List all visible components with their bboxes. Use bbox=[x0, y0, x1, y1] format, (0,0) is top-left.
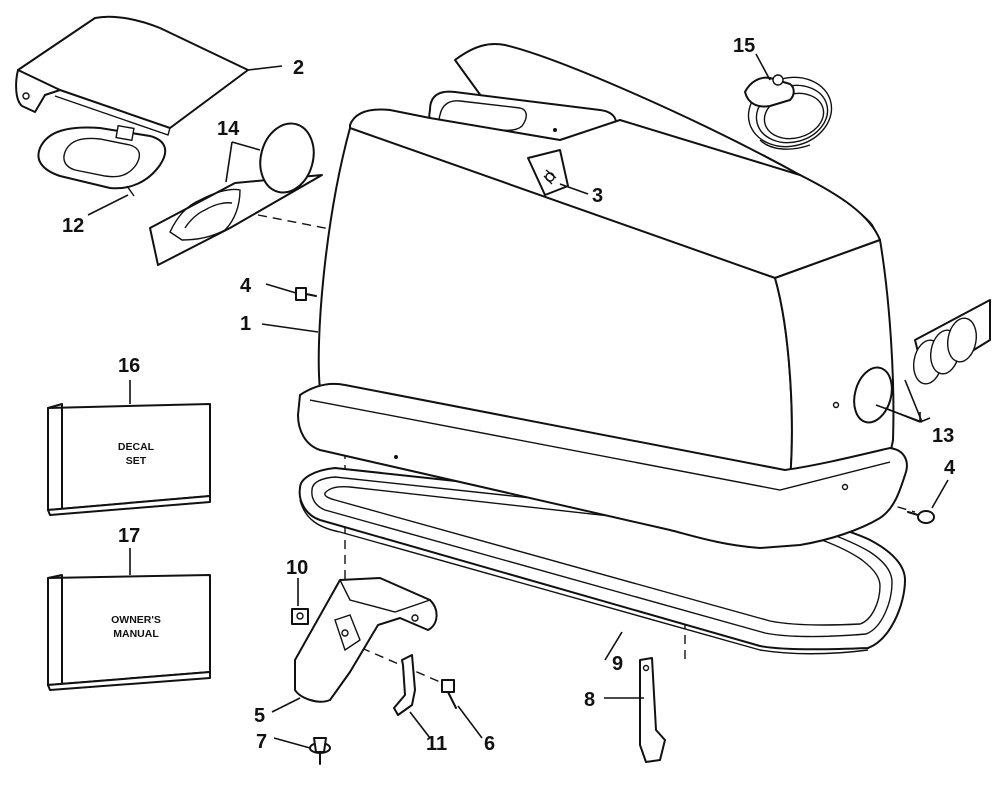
intake-cover bbox=[15, 15, 249, 136]
part-label-15: 15 bbox=[733, 35, 755, 57]
part-label-10: 10 bbox=[286, 557, 308, 579]
screw-left bbox=[295, 287, 317, 301]
owners-manual-box: OWNER'S MANUAL bbox=[47, 574, 211, 691]
bolt bbox=[441, 679, 457, 709]
part-label-11: 11 bbox=[426, 733, 447, 755]
engine-cover bbox=[297, 42, 908, 549]
part-number-labels: 2 12 14 15 3 4 1 13 4 16 17 10 5 6 7 11 … bbox=[62, 35, 956, 755]
intake-seal-plate bbox=[37, 124, 167, 197]
decal-set-box: DECAL SET bbox=[47, 403, 211, 516]
part-label-6: 6 bbox=[484, 733, 495, 755]
part-label-13: 13 bbox=[932, 425, 954, 447]
cover-decals-right bbox=[853, 299, 991, 424]
part-label-8: 8 bbox=[584, 689, 595, 711]
part-label-5: 5 bbox=[254, 705, 265, 727]
clip-nut bbox=[291, 608, 309, 625]
screw-right bbox=[907, 510, 935, 524]
part-label-4-right: 4 bbox=[944, 457, 956, 479]
part-label-7: 7 bbox=[256, 731, 267, 753]
bracket-strap bbox=[393, 654, 416, 716]
part-label-17: 17 bbox=[118, 525, 140, 547]
cover-decals-left bbox=[149, 122, 323, 266]
front-bracket bbox=[294, 577, 438, 703]
decal-box-line2: SET bbox=[126, 455, 147, 467]
part-label-9: 9 bbox=[612, 653, 623, 675]
part-label-12: 12 bbox=[62, 215, 84, 237]
part-label-4-left: 4 bbox=[240, 275, 252, 297]
part-label-1: 1 bbox=[240, 313, 251, 335]
part-label-2: 2 bbox=[293, 57, 304, 79]
manual-box-line1: OWNER'S bbox=[111, 614, 161, 626]
part-label-14: 14 bbox=[217, 118, 240, 140]
latch-screw bbox=[527, 149, 569, 196]
leader-lines bbox=[87, 53, 949, 749]
manual-box-line2: MANUAL bbox=[113, 628, 159, 640]
grommet-stud bbox=[309, 737, 331, 765]
fuel-line-coil bbox=[744, 74, 833, 150]
part-label-3: 3 bbox=[592, 185, 603, 207]
rear-strap bbox=[639, 657, 666, 763]
decal-box-line1: DECAL bbox=[118, 441, 155, 453]
part-label-16: 16 bbox=[118, 355, 140, 377]
